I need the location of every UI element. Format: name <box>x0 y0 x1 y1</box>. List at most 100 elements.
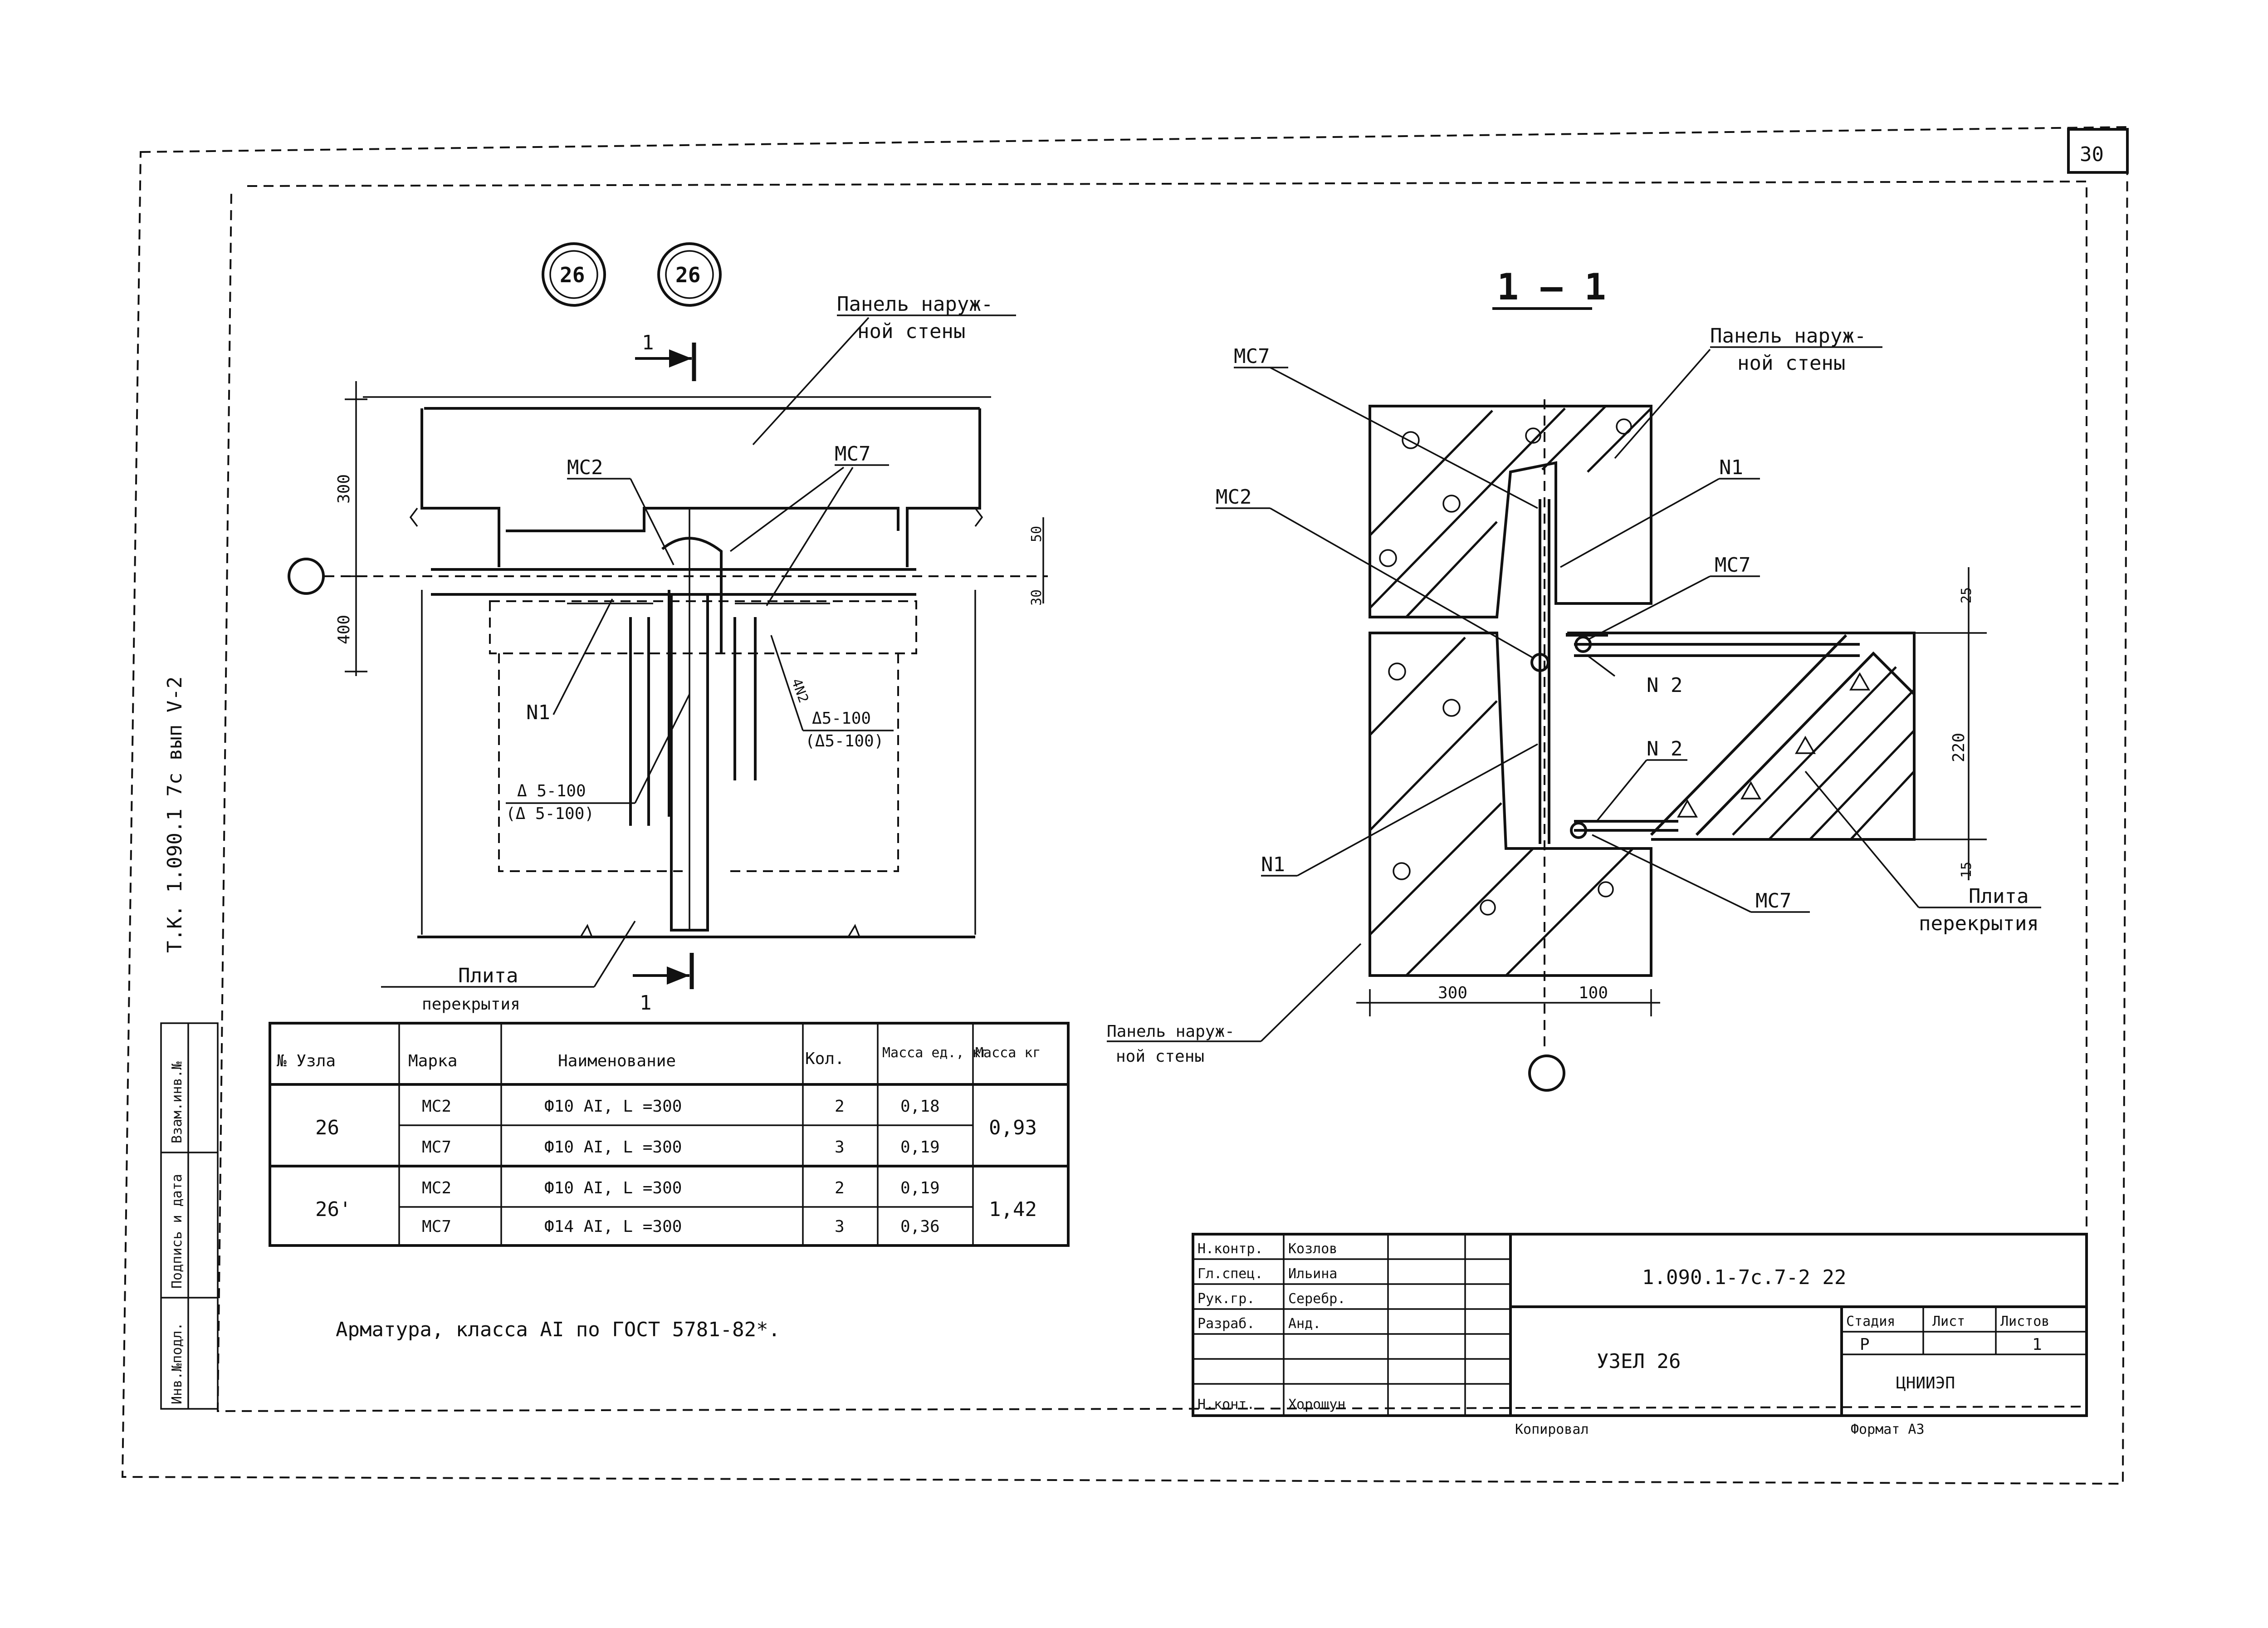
sign-r3-c2: Серебр. <box>1288 1291 1345 1307</box>
strip-sign-label: Подпись и дата <box>169 1174 185 1289</box>
dim-50: 50 <box>1029 526 1045 542</box>
cell-unit-1-1: 0,18 <box>900 1097 940 1116</box>
dim-25: 25 <box>1959 587 1975 603</box>
plan-note-tilted: 4N2 <box>788 677 811 705</box>
cell-qty-1-1: 2 <box>835 1097 845 1116</box>
plan-panel-label-2: ной стены <box>857 320 965 343</box>
sign-r7-c2: Хорошун <box>1288 1397 1345 1412</box>
cell-mark-2-2: МС7 <box>422 1217 451 1236</box>
node-mark-26-b: 26 <box>657 242 722 307</box>
hatch-upper <box>1369 405 1652 618</box>
doc-title: УЗЕЛ 26 <box>1597 1350 1681 1373</box>
svg-text:1: 1 <box>642 331 654 354</box>
th-qty: Кол. <box>805 1049 845 1068</box>
dim-400: 400 <box>335 615 353 644</box>
th-mark: Марка <box>408 1052 457 1070</box>
title-block: Н.контр. Козлов Гл.спец. Ильина Рук.гр. … <box>1192 1233 2088 1437</box>
sheets-v: 1 <box>2032 1335 2042 1354</box>
sec-slab-1: Плита <box>1969 885 2028 908</box>
plan-panel-label-1: Панель наруж- <box>837 293 993 316</box>
sheet-h: Лист <box>1932 1314 1965 1329</box>
dim-220: 220 <box>1950 733 1968 762</box>
sign-r3-c1: Рук.гр. <box>1198 1291 1255 1307</box>
sec-mc7-c: МС7 <box>1755 889 1791 912</box>
left-strip: Инв.№подл. Подпись и дата Взам.инв.№ <box>160 1022 219 1410</box>
sign-r1-c2: Козлов <box>1288 1241 1337 1257</box>
cell-node-2: 26' <box>315 1198 351 1221</box>
sec-panel-top-2: ной стены <box>1737 352 1845 375</box>
th-node: № Узла <box>276 1052 336 1070</box>
spec-table: № Узла Марка Наименование Кол. Масса ед.… <box>269 1022 1070 1247</box>
outer-frame: 30 <box>121 126 2129 1485</box>
node-mark-26-a: 26 <box>542 242 606 307</box>
plan-slab-label-2: перекрытия <box>422 995 520 1014</box>
sec-n1-b: N1 <box>1261 853 1285 876</box>
page-number: 30 <box>2080 143 2104 166</box>
plan-view: 26 26 1 1 <box>288 242 1048 1015</box>
inner-frame <box>216 180 2087 1412</box>
cell-mark-1-1: МС2 <box>422 1097 451 1116</box>
sec-slab-2: перекрытия <box>1919 912 2039 935</box>
plan-mc7-label: МС7 <box>835 442 870 466</box>
cell-name-2-1: Ф10 АI, L =300 <box>544 1179 682 1197</box>
sec-panel-bottom-1: Панель наруж- <box>1107 1022 1235 1041</box>
section-view: 1 — 1 <box>1107 266 2041 1092</box>
stage-h: Стадия <box>1846 1314 1895 1329</box>
svg-text:1: 1 <box>640 991 652 1015</box>
svg-text:26: 26 <box>560 263 585 287</box>
cell-qty-2-1: 2 <box>835 1179 845 1197</box>
stage-v: Р <box>1860 1335 1870 1354</box>
sec-panel-bottom-2: ной стены <box>1116 1047 1204 1066</box>
plan-note-left-2: (Δ 5-100) <box>506 804 594 823</box>
section-arrow-bottom: 1 <box>633 953 694 1015</box>
sec-mc7-a: МС7 <box>1234 345 1270 368</box>
plan-note-left-1: Δ 5-100 <box>517 782 586 800</box>
cell-name-1-1: Ф10 АI, L =300 <box>544 1097 682 1116</box>
sec-panel-top-1: Панель наруж- <box>1710 324 1866 348</box>
section-arrow-top: 1 <box>635 331 696 381</box>
th-unit: Масса ед., кг <box>882 1045 989 1061</box>
plan-note-right-1: Δ5-100 <box>812 709 871 728</box>
plan-slab-label-1: Плита <box>458 964 518 987</box>
svg-text:26: 26 <box>675 263 700 287</box>
sign-r2-c2: Ильина <box>1288 1266 1337 1282</box>
sign-r4-c1: Разраб. <box>1198 1316 1255 1332</box>
sheets-h: Листов <box>2000 1314 2049 1329</box>
sign-r4-c2: Анд. <box>1288 1316 1321 1332</box>
sec-mc2: МС2 <box>1216 485 1251 509</box>
hatch-lower <box>1369 637 1634 976</box>
cell-name-2-2: Ф14 АI, L =300 <box>544 1217 682 1236</box>
sec-mc7-b: МС7 <box>1715 554 1750 577</box>
plan-note-right-2: (Δ5-100) <box>805 732 884 750</box>
cell-name-1-2: Ф10 АI, L =300 <box>544 1138 682 1157</box>
sec-n1-a: N1 <box>1719 456 1743 479</box>
cell-qty-1-2: 3 <box>835 1138 845 1157</box>
side-note: Т.К. 1.090.1 7с вып V-2 <box>163 677 186 953</box>
dim-w100: 100 <box>1579 984 1608 1002</box>
cell-total-1: 0,93 <box>989 1116 1037 1139</box>
sec-n2-a: N 2 <box>1647 674 1682 697</box>
hatch-slab <box>1650 634 1916 840</box>
cell-unit-1-2: 0,19 <box>900 1138 940 1157</box>
cell-total-2: 1,42 <box>989 1198 1037 1221</box>
cell-unit-2-1: 0,19 <box>900 1179 940 1197</box>
cell-qty-2-2: 3 <box>835 1217 845 1236</box>
section-title: 1 — 1 <box>1497 266 1606 308</box>
org-name: ЦНИИЭП <box>1896 1374 1955 1393</box>
th-name: Наименование <box>558 1052 676 1070</box>
sign-r7-c1: Н.конт. <box>1198 1397 1255 1412</box>
cell-node-1: 26 <box>315 1116 339 1139</box>
dim-30: 30 <box>1029 589 1045 606</box>
th-total: Масса кг <box>975 1045 1041 1061</box>
reinforcement-note: Арматура, класса АI по ГОСТ 5781-82*. <box>336 1318 780 1341</box>
doc-code: 1.090.1-7с.7-2 22 <box>1642 1266 1846 1289</box>
dim-15: 15 <box>1959 862 1975 878</box>
strip-replace-label: Взам.инв.№ <box>169 1061 185 1143</box>
format-label: Формат А3 <box>1851 1422 1925 1437</box>
sec-n2-b: N 2 <box>1647 737 1682 760</box>
cell-unit-2-2: 0,36 <box>900 1217 940 1236</box>
cell-mark-1-2: МС7 <box>422 1138 451 1157</box>
dim-w300: 300 <box>1438 984 1467 1002</box>
dim-300: 300 <box>335 474 353 504</box>
